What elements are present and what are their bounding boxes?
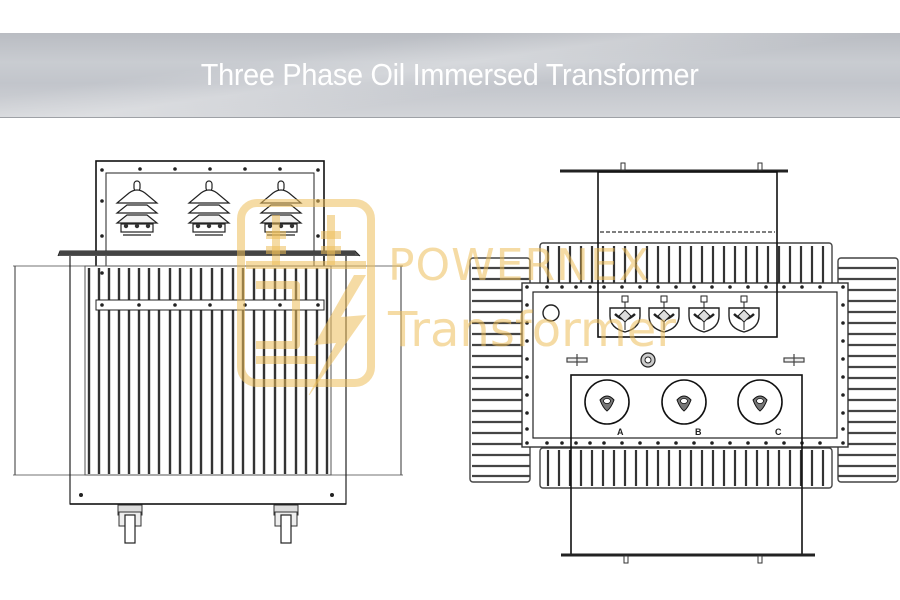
front-view (13, 160, 403, 544)
caster-left (117, 504, 143, 544)
top-view: A B C (469, 162, 899, 564)
phase-label-c: C (775, 427, 782, 437)
phase-label-a: A (617, 427, 624, 437)
caster-right (273, 504, 299, 544)
page-title: Three Phase Oil Immersed Transformer (201, 57, 699, 92)
title-banner: Three Phase Oil Immersed Transformer (0, 33, 900, 118)
phase-label-b: B (695, 427, 702, 437)
